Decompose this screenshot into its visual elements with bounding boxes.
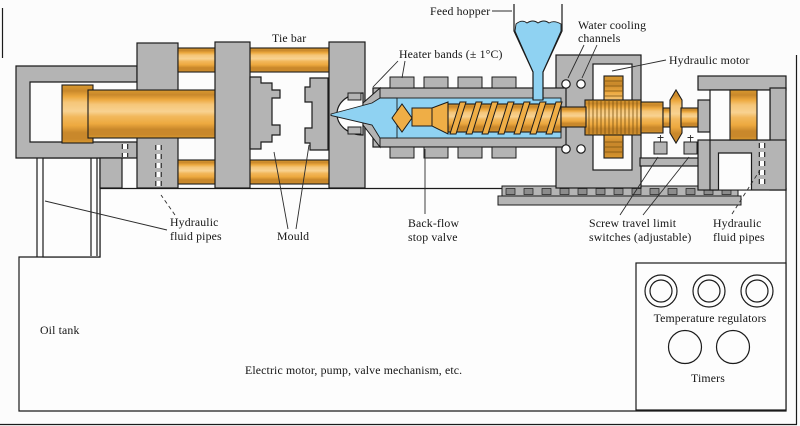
injection-unit-base-rail (497, 185, 742, 206)
leader-lines (44, 10, 761, 231)
label-screw-travel: Screw travel limit (589, 216, 677, 230)
rail-slots (505, 188, 732, 195)
melt-flow-arrow (330, 97, 398, 139)
label-back-flow-2: stop valve (408, 230, 458, 244)
switch-rail (639, 157, 701, 167)
label-oil-tank: Oil tank (40, 323, 80, 337)
heater-bands (389, 76, 517, 159)
label-timers: Timers (691, 371, 725, 385)
label-hydraulic-fluid-pipes-right-2: fluid pipes (713, 230, 765, 244)
label-temperature-regulators: Temperature regulators (654, 311, 767, 325)
label-base-unit: Electric motor, pump, valve mechanism, e… (245, 363, 462, 377)
control-panel (635, 262, 787, 411)
tie-bar-top (177, 47, 341, 73)
drive-shaft-thick (640, 101, 664, 134)
feed-hopper (513, 4, 563, 101)
timer-knob (667, 329, 703, 365)
label-mould: Mould (277, 229, 309, 243)
temperature-regulator-knob (692, 274, 726, 308)
clamp-ram (87, 89, 223, 139)
mould-half-right (304, 77, 329, 151)
label-hydraulic-fluid-pipes-right: Hydraulic (713, 216, 762, 230)
label-hydraulic-fluid-pipes-left: Hydraulic (170, 215, 219, 229)
labels: Tie bar Feed hopper Water cooling channe… (40, 4, 767, 385)
hydraulic-motor-gears (584, 75, 642, 159)
tie-bar-bottom (177, 159, 341, 185)
timer-knob (715, 329, 751, 365)
mould-half-left (249, 76, 281, 150)
label-water-cooling-2: channels (578, 31, 621, 45)
label-back-flow: Back-flow (408, 216, 459, 230)
figure-frame (0, 8, 798, 426)
temperature-regulator-knob (740, 274, 774, 308)
label-feed-hopper: Feed hopper (430, 4, 490, 18)
screw-travel-limit-switches (653, 135, 698, 155)
injection-cylinder (697, 75, 787, 191)
label-hydraulic-motor: Hydraulic motor (669, 53, 750, 67)
temperature-regulator-knob (644, 274, 678, 308)
label-heater-bands: Heater bands (± 1°C) (399, 47, 503, 61)
water-cooling-channel-holes (561, 79, 586, 154)
shaft-coupling (669, 88, 683, 145)
moving-platen (214, 41, 251, 189)
screw (411, 101, 563, 135)
hydraulic-pipe-dashed (121, 144, 162, 186)
screw-shank (560, 106, 587, 128)
label-screw-travel-2: switches (adjustable) (589, 230, 691, 244)
label-hydraulic-fluid-pipes-left-2: fluid pipes (170, 229, 222, 243)
label-tie-bar: Tie bar (272, 31, 306, 45)
injection-piston (729, 89, 758, 141)
injection-unit (330, 4, 787, 191)
clamp-foot (99, 157, 123, 189)
label-water-cooling: Water cooling (578, 18, 646, 32)
